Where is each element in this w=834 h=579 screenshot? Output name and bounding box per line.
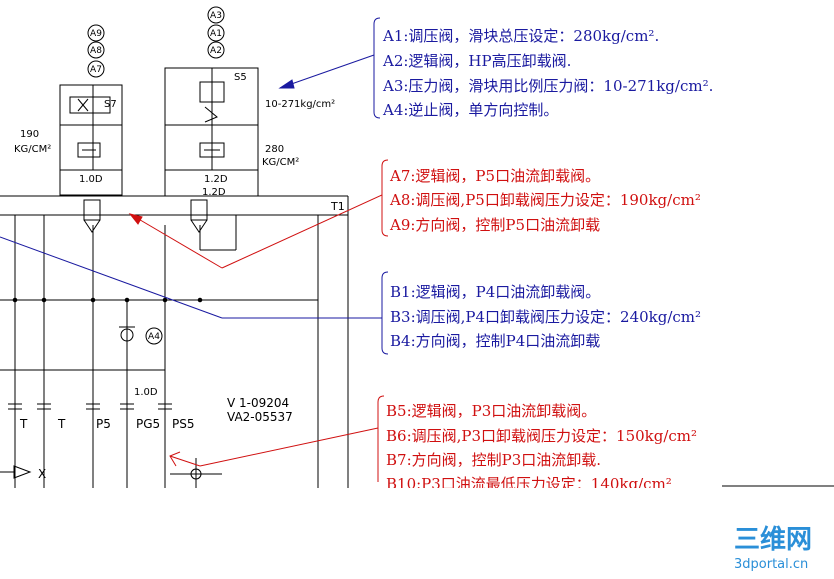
port-label-ps5: PS5 xyxy=(172,417,195,431)
label-orifice-3: 1.0D xyxy=(134,387,158,398)
check-valve xyxy=(119,326,135,342)
notes-group-a: A1:调压阀，滑块总压设定：280kg/cm². A2:逻辑阀，HP高压卸载阀.… xyxy=(382,27,713,119)
note-a7: A7:逻辑阀，P5口油流卸载阀。 xyxy=(389,167,600,185)
bottom-margin xyxy=(0,488,722,579)
note-a4: A4:逆止阀，单方向控制。 xyxy=(382,101,558,119)
reference-circles xyxy=(87,6,225,345)
circle-label-a4: A4 xyxy=(148,332,160,342)
circle-label-a7: A7 xyxy=(90,65,102,75)
note-b1: B1:逻辑阀，P4口油流卸载阀。 xyxy=(390,283,600,301)
note-b7: B7:方向阀，控制P3口油流卸载. xyxy=(386,451,601,469)
label-190: 190 xyxy=(20,129,39,140)
label-280: 280 xyxy=(265,144,284,155)
note-a9: A9:方向阀，控制P5口油流卸载 xyxy=(389,216,600,234)
notes-group-b1: B1:逻辑阀，P4口油流卸载阀。 B3:调压阀,P4口卸载阀压力设定：240kg… xyxy=(390,283,701,350)
label-orifice-2: 1.2D xyxy=(204,174,228,185)
label-pressure-range: 10-271kg/cm² xyxy=(265,99,335,110)
port-label-t2: T xyxy=(57,417,66,431)
note-a3: A3:压力阀，滑块用比例压力阀：10-271kg/cm². xyxy=(382,77,713,95)
port-label-pg5: PG5 xyxy=(136,417,160,431)
notes-group-b5: B5:逻辑阀，P3口油流卸载阀。 B6:调压阀,P3口卸载阀压力设定：150kg… xyxy=(386,402,697,493)
circle-label-a8: A8 xyxy=(90,46,102,56)
note-a2: A2:逻辑阀，HP高压卸载阀. xyxy=(382,52,571,70)
circle-label-a3: A3 xyxy=(210,11,222,21)
label-190-unit: KG/CM² xyxy=(14,144,51,155)
valve-stack-left xyxy=(59,84,123,233)
note-b10: B10:P3口油流最低压力设定：140kg/cm² xyxy=(386,475,672,493)
port-label-p5: P5 xyxy=(96,417,111,431)
note-b6: B6:调压阀,P3口卸载阀压力设定：150kg/cm² xyxy=(386,427,697,445)
label-280-unit: KG/CM² xyxy=(262,157,299,168)
reference-circle-labels: A9 A8 A7 A3 A1 A2 A4 xyxy=(90,11,222,342)
circle-label-a9: A9 xyxy=(90,29,102,39)
circle-label-a2: A2 xyxy=(210,46,222,56)
watermark-title: 三维网 xyxy=(734,524,812,555)
circle-label-a1: A1 xyxy=(210,29,222,39)
schematic-labels: S7 S5 10-271kg/cm² 190 KG/CM² 280 KG/CM²… xyxy=(14,72,345,481)
label-t1: T1 xyxy=(330,200,345,213)
note-b4: B4:方向阀，控制P4口油流卸载 xyxy=(390,332,600,350)
label-orifice-1: 1.0D xyxy=(79,174,103,185)
port-stubs xyxy=(0,403,222,490)
note-a8: A8:调压阀,P5口卸载阀压力设定：190kg/cm² xyxy=(389,191,701,209)
notes-group-a7: A7:逻辑阀，P5口油流卸载阀。 A8:调压阀,P5口卸载阀压力设定：190kg… xyxy=(389,167,701,234)
note-b3: B3:调压阀,P4口卸载阀压力设定：240kg/cm² xyxy=(390,308,701,326)
valve-stack-right xyxy=(164,67,259,233)
watermark: 三维网 3dportal.cn xyxy=(734,524,812,572)
leaders xyxy=(0,17,834,487)
label-s5: S5 xyxy=(234,72,247,83)
label-x: X xyxy=(38,467,46,481)
watermark-url: 3dportal.cn xyxy=(734,557,808,572)
label-ref-1: V 1-09204 xyxy=(227,396,289,410)
note-a1: A1:调压阀，滑块总压设定：280kg/cm². xyxy=(382,27,659,45)
port-label-t1: T xyxy=(19,417,28,431)
label-orifice-4: 1.2D xyxy=(202,187,226,198)
pipework xyxy=(0,195,349,488)
label-ref-2: VA2-05537 xyxy=(227,410,293,424)
note-b5: B5:逻辑阀，P3口油流卸载阀。 xyxy=(386,402,596,420)
label-s7: S7 xyxy=(104,99,117,110)
